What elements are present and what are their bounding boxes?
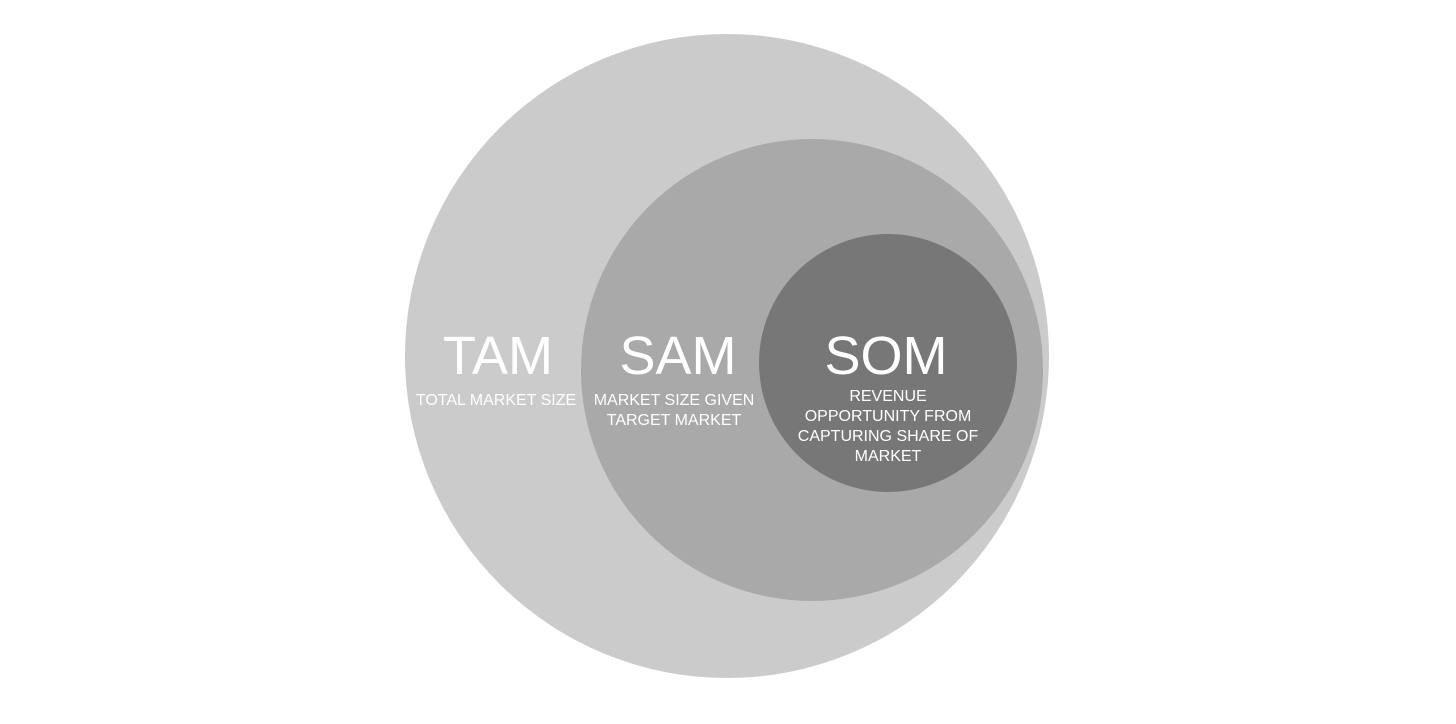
tam-title: TAM	[443, 326, 553, 386]
sam-subtitle: MARKET SIZE GIVEN TARGET MARKET	[588, 391, 760, 431]
sam-title: SAM	[619, 326, 737, 386]
som-subtitle-line: OPPORTUNITY FROM	[804, 408, 972, 425]
tam-subtitle: TOTAL MARKET SIZE	[415, 392, 577, 409]
sam-subtitle-line: MARKET SIZE GIVEN	[593, 392, 755, 409]
som-title: SOM	[824, 326, 948, 386]
som-subtitle-line: REVENUE	[849, 388, 927, 405]
som-subtitle-line: CAPTURING SHARE OF	[797, 428, 979, 445]
som-subtitle-line: MARKET	[854, 448, 922, 465]
sam-subtitle-line: TARGET MARKET	[606, 412, 742, 429]
som-subtitle: REVENUE OPPORTUNITY FROM CAPTURING SHARE…	[788, 387, 988, 467]
som-circle	[759, 234, 1017, 492]
